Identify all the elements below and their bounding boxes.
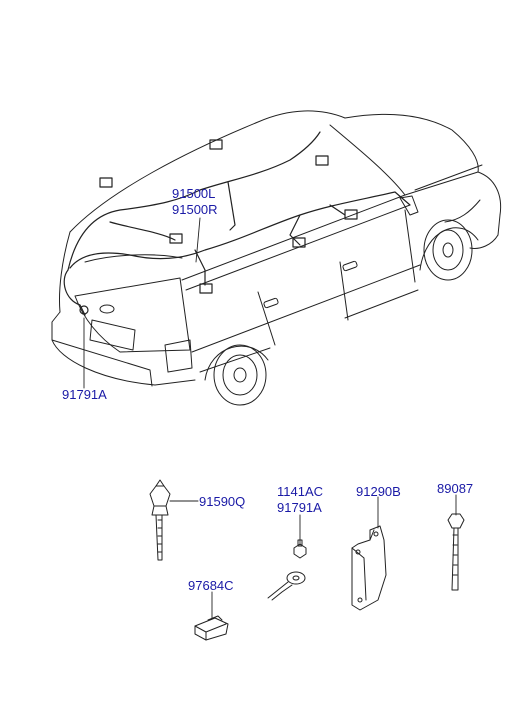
label-91500R[interactable]: 91500R — [172, 202, 218, 217]
label-1141AC[interactable]: 1141AC — [277, 484, 324, 499]
clip-tie-part — [149, 479, 171, 561]
label-91290B[interactable]: 91290B — [356, 484, 401, 499]
label-97684C[interactable]: 97684C — [188, 578, 234, 593]
cable-tie-part — [447, 513, 465, 591]
roof-wiring-harness — [63, 131, 411, 316]
leader-lines — [83, 217, 457, 619]
connector-clip-part — [194, 615, 229, 641]
vehicle-body — [51, 110, 502, 406]
label-89087[interactable]: 89087 — [437, 481, 474, 496]
label-91500L[interactable]: 91500L — [172, 186, 216, 201]
label-91791A-rear[interactable]: 91791A — [62, 387, 107, 402]
bracket-part — [351, 525, 387, 611]
label-91590Q[interactable]: 91590Q — [199, 494, 246, 509]
label-91791A-small[interactable]: 91791A — [277, 500, 322, 515]
ring-terminal-cable-part — [267, 571, 306, 601]
bolt-part — [293, 539, 307, 559]
